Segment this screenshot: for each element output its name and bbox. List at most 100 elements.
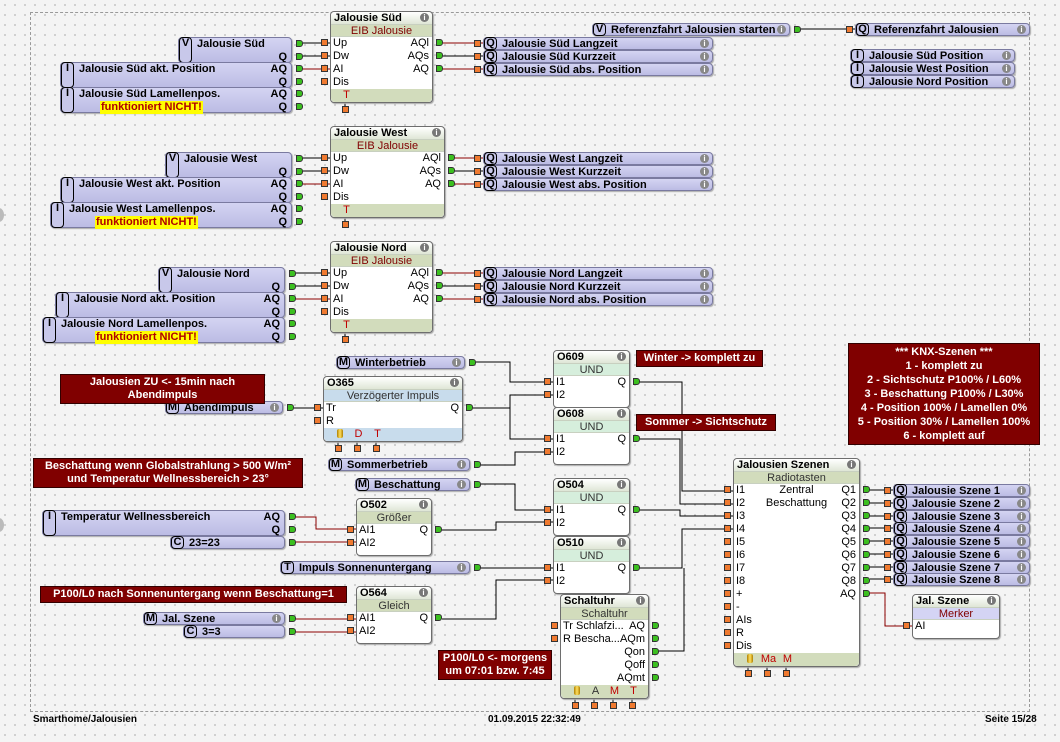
parameter-connector[interactable]	[354, 445, 361, 452]
output-connector[interactable]	[289, 270, 296, 277]
info-icon[interactable]: i	[1002, 77, 1011, 86]
input-connector[interactable]	[544, 378, 551, 385]
info-icon[interactable]: i	[1017, 537, 1026, 546]
output-connector[interactable]	[436, 295, 443, 302]
info-icon[interactable]: i	[419, 500, 428, 509]
output-connector[interactable]	[633, 378, 640, 385]
output-connector[interactable]	[436, 282, 443, 289]
info-icon[interactable]: i	[847, 460, 856, 469]
input-connector[interactable]	[544, 564, 551, 571]
input-connector[interactable]	[474, 296, 481, 303]
info-icon[interactable]: i	[617, 352, 626, 361]
output-connector[interactable]	[296, 218, 303, 225]
input-connector[interactable]	[884, 564, 891, 571]
info-icon[interactable]: i	[700, 282, 709, 291]
info-icon[interactable]: i	[617, 538, 626, 547]
input-connector[interactable]	[724, 629, 731, 636]
output-connector[interactable]	[863, 499, 870, 506]
input-connector[interactable]	[321, 167, 328, 174]
output-connector[interactable]	[287, 404, 294, 411]
input-connector[interactable]	[884, 500, 891, 507]
input-connector[interactable]	[321, 193, 328, 200]
output-connector[interactable]	[652, 648, 659, 655]
input-connector[interactable]	[724, 486, 731, 493]
output-connector[interactable]	[466, 404, 473, 411]
output-connector[interactable]	[863, 564, 870, 571]
input-connector[interactable]	[474, 168, 481, 175]
info-icon[interactable]: i	[700, 39, 709, 48]
input-connector[interactable]	[724, 551, 731, 558]
info-icon[interactable]: i	[1017, 486, 1026, 495]
output-connector[interactable]	[289, 295, 296, 302]
output-connector[interactable]	[448, 180, 455, 187]
info-icon[interactable]: i	[700, 154, 709, 163]
input-connector[interactable]	[321, 308, 328, 315]
parameter-connector[interactable]	[610, 702, 617, 709]
input-connector[interactable]	[544, 435, 551, 442]
output-connector[interactable]	[863, 551, 870, 558]
input-connector[interactable]	[724, 577, 731, 584]
output-connector[interactable]	[633, 564, 640, 571]
input-connector[interactable]	[321, 65, 328, 72]
input-connector[interactable]	[544, 391, 551, 398]
info-icon[interactable]: i	[1002, 51, 1011, 60]
output-connector[interactable]	[474, 564, 481, 571]
info-icon[interactable]: i	[457, 563, 466, 572]
info-icon[interactable]: i	[700, 52, 709, 61]
input-connector[interactable]	[347, 539, 354, 546]
info-icon[interactable]: i	[1002, 64, 1011, 73]
output-connector[interactable]	[289, 513, 296, 520]
input-connector[interactable]	[903, 622, 910, 629]
info-icon[interactable]: i	[1017, 575, 1026, 584]
info-icon[interactable]: i	[272, 614, 281, 623]
input-connector[interactable]	[551, 622, 558, 629]
input-connector[interactable]	[724, 642, 731, 649]
input-connector[interactable]	[724, 512, 731, 519]
info-icon[interactable]: i	[1017, 25, 1026, 34]
parameter-connector[interactable]	[335, 445, 342, 452]
info-icon[interactable]: i	[419, 588, 428, 597]
input-connector[interactable]	[724, 564, 731, 571]
parameter-connector[interactable]	[591, 702, 598, 709]
info-icon[interactable]: i	[452, 358, 461, 367]
input-connector[interactable]	[884, 538, 891, 545]
info-icon[interactable]: i	[1017, 550, 1026, 559]
info-icon[interactable]: i	[270, 403, 279, 412]
info-icon[interactable]: i	[617, 480, 626, 489]
input-connector[interactable]	[724, 525, 731, 532]
output-connector[interactable]	[863, 577, 870, 584]
output-connector[interactable]	[296, 168, 303, 175]
output-connector[interactable]	[652, 661, 659, 668]
info-icon[interactable]: i	[987, 596, 996, 605]
input-connector[interactable]	[544, 448, 551, 455]
output-connector[interactable]	[296, 180, 303, 187]
input-connector[interactable]	[551, 635, 558, 642]
parameter-connector[interactable]	[572, 702, 579, 709]
info-icon[interactable]: i	[700, 269, 709, 278]
info-icon[interactable]: i	[777, 25, 786, 34]
input-connector[interactable]	[544, 519, 551, 526]
output-connector[interactable]	[296, 53, 303, 60]
output-connector[interactable]	[863, 486, 870, 493]
output-connector[interactable]	[289, 308, 296, 315]
